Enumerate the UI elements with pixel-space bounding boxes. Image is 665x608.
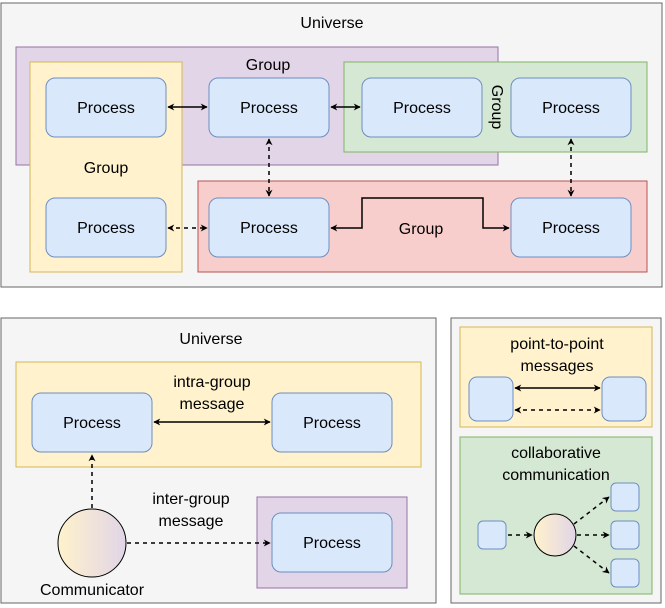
process-label: Process (393, 100, 451, 117)
process-box: Process (45, 77, 167, 138)
group-yellow-label: Group (84, 160, 129, 177)
arrow-elbow (330, 197, 510, 232)
process-box: Process (45, 197, 167, 258)
inter-label-line2: message (159, 513, 224, 530)
process-label: Process (77, 100, 135, 117)
legend-p2p-line2: messages (521, 358, 594, 375)
group-green-label: Group (488, 85, 505, 130)
process-label: Process (240, 100, 298, 117)
group-red-label: Group (399, 221, 444, 238)
process-label: Process (240, 220, 298, 237)
legend-communicator-circle (533, 513, 577, 557)
process-box: Process (208, 197, 330, 258)
communicator-circle (57, 508, 127, 578)
process-box: Process (510, 197, 632, 258)
intra-label-line2: message (180, 396, 245, 413)
process-label: Process (303, 415, 361, 432)
process-box: Process (510, 77, 632, 138)
process-label: Process (542, 100, 600, 117)
process-label: Process (63, 415, 121, 432)
legend-process-square (468, 376, 514, 422)
legend-collab-line2: communication (502, 467, 610, 484)
process-label: Process (303, 535, 361, 552)
inter-label-line1: inter-group (152, 491, 229, 508)
legend-process-small (477, 520, 507, 550)
process-box: Process (271, 512, 393, 573)
legend-process-small (610, 482, 640, 512)
communicator-label: Communicator (40, 582, 145, 599)
process-box: Process (271, 392, 393, 453)
process-label: Process (77, 220, 135, 237)
process-label: Process (542, 220, 600, 237)
process-box: Process (208, 77, 330, 138)
bottom-universe-label: Universe (179, 331, 242, 348)
process-box: Process (361, 77, 483, 138)
top-universe-label: Universe (300, 15, 363, 32)
bottom-universe: Universe intra-group message Process Pro… (0, 317, 437, 604)
group-purple-label: Group (246, 57, 291, 74)
legend-collab-line1: collaborative (511, 445, 601, 462)
intra-label-line1: intra-group (173, 374, 250, 391)
legend-process-small (610, 558, 640, 588)
process-box: Process (31, 392, 153, 453)
legend-process-square (601, 376, 647, 422)
legend-process-small (610, 520, 640, 550)
legend-panel: point-to-point messages collaborative co… (450, 317, 662, 604)
top-universe: Universe Group Group Group Group Process… (0, 2, 663, 288)
legend-p2p-line1: point-to-point (510, 336, 604, 353)
